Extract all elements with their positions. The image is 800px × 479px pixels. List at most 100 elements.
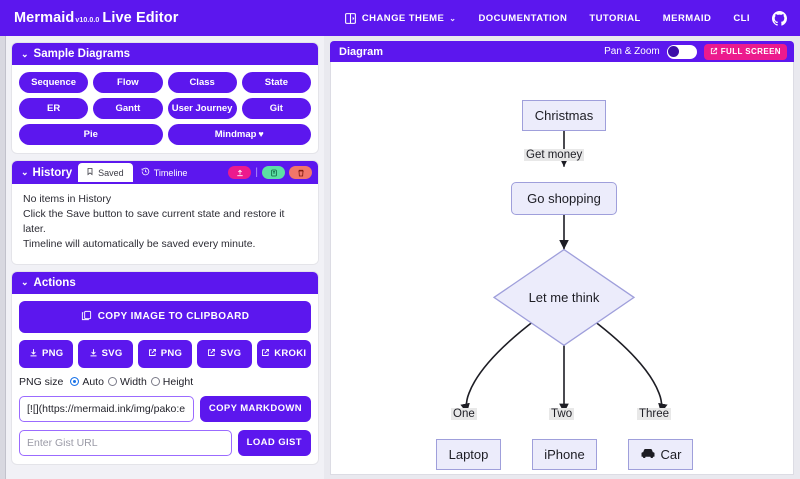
png-size-auto-label: Auto xyxy=(82,375,104,388)
nav-cli[interactable]: CLI xyxy=(733,12,750,24)
chevron-down-icon: ⌄ xyxy=(21,167,29,177)
png-size-width-radio[interactable]: Width xyxy=(107,375,147,388)
edge-label-two: Two xyxy=(549,408,575,420)
nav-documentation[interactable]: DOCUMENTATION xyxy=(478,12,568,24)
tab-saved[interactable]: Saved xyxy=(78,163,133,182)
external-link-icon xyxy=(261,348,270,360)
open-png-label: PNG xyxy=(160,348,183,360)
chevron-down-icon: ⌄ xyxy=(449,13,457,23)
github-icon xyxy=(772,10,787,26)
history-action-buttons: | xyxy=(228,166,312,179)
png-size-height-radio[interactable]: Height xyxy=(150,376,193,388)
gist-url-input[interactable] xyxy=(19,429,232,456)
pan-zoom-label: Pan & Zoom xyxy=(604,46,660,57)
node-laptop[interactable]: Laptop xyxy=(436,439,501,470)
open-kroki-label: KROKI xyxy=(274,348,307,360)
edge-label-one: One xyxy=(451,408,477,420)
diagram-edges-layer xyxy=(460,129,668,414)
sample-gantt-button[interactable]: Gantt xyxy=(93,98,163,119)
download-png-label: PNG xyxy=(41,348,64,360)
sample-diagrams-header[interactable]: ⌄ Sample Diagrams xyxy=(12,43,318,65)
sample-mindmap-button[interactable]: Mindmap♥ xyxy=(167,124,311,145)
sample-state-button[interactable]: State xyxy=(241,72,311,93)
history-title: History xyxy=(32,166,73,179)
sample-diagrams-body: Sequence Flow Class State ER Gantt User … xyxy=(12,65,318,153)
nav-mermaid[interactable]: MERMAID xyxy=(662,12,712,24)
bookmark-icon xyxy=(86,167,94,178)
png-size-width-label: Width xyxy=(119,375,147,388)
chevron-down-icon: ⌄ xyxy=(21,277,29,288)
png-size-auto-radio[interactable]: Auto xyxy=(70,376,104,388)
delete-history-button[interactable] xyxy=(289,166,312,179)
history-toggle[interactable]: ⌄ History xyxy=(21,167,72,179)
node-car-label: Car xyxy=(660,447,682,462)
download-png-button[interactable]: PNG xyxy=(19,339,74,368)
download-icon xyxy=(89,348,98,360)
nav-github-link[interactable] xyxy=(772,10,787,26)
chevron-down-icon: ⌄ xyxy=(21,48,29,59)
copy-markdown-button[interactable]: COPY MARKDOWN xyxy=(199,395,311,422)
sample-diagrams-title: Sample Diagrams xyxy=(33,48,131,60)
open-png-button[interactable]: PNG xyxy=(137,339,193,368)
pan-zoom-toggle[interactable] xyxy=(666,44,697,59)
heart-icon: ♥ xyxy=(258,129,264,139)
sample-flow-button[interactable]: Flow xyxy=(93,72,163,93)
external-link-icon xyxy=(148,348,157,360)
actions-title: Actions xyxy=(33,276,76,289)
nav-change-theme[interactable]: CHANGE THEME ⌄ xyxy=(344,12,457,25)
copy-history-button[interactable] xyxy=(262,166,285,179)
history-empty-line-3: Timeline will automatically be saved eve… xyxy=(23,237,256,250)
history-header: ⌄ History Saved xyxy=(12,161,318,184)
sample-er-button[interactable]: ER xyxy=(19,98,89,119)
open-svg-label: SVG xyxy=(220,348,242,360)
history-empty-line-1: No items in History xyxy=(23,193,112,205)
toggle-knob xyxy=(668,46,680,57)
radio-dot-icon xyxy=(107,377,117,387)
node-let-me-think-label: Let me think xyxy=(528,290,600,305)
brand-version: v10.0.0 xyxy=(75,17,100,24)
png-size-row: PNG size Auto Width Height xyxy=(19,376,311,388)
editor-pane-gutter[interactable] xyxy=(0,36,6,479)
history-empty-state: No items in History Click the Save butto… xyxy=(12,184,318,264)
clipboard-icon xyxy=(81,310,92,324)
open-kroki-button[interactable]: KROKI xyxy=(256,339,311,368)
radio-dot-icon xyxy=(70,377,80,387)
markdown-link-input[interactable] xyxy=(19,395,194,422)
sample-pie-button[interactable]: Pie xyxy=(19,124,163,145)
theme-book-icon xyxy=(344,12,357,25)
png-size-label: PNG size xyxy=(19,375,64,388)
sample-user-journey-button[interactable]: User Journey xyxy=(167,98,237,119)
actions-card: ⌄ Actions COPY IMAGE TO CLIPBOARD xyxy=(12,271,318,464)
copy-icon xyxy=(270,169,277,176)
tab-timeline[interactable]: Timeline xyxy=(133,163,197,182)
navbar-links: CHANGE THEME ⌄ DOCUMENTATION TUTORIAL ME… xyxy=(344,10,800,26)
sample-diagram-buttons: Sequence Flow Class State ER Gantt User … xyxy=(19,72,311,119)
copy-image-to-clipboard-button[interactable]: COPY IMAGE TO CLIPBOARD xyxy=(19,300,311,333)
history-card: ⌄ History Saved xyxy=(12,161,318,264)
sample-class-button[interactable]: Class xyxy=(167,72,237,93)
node-christmas[interactable]: Christmas xyxy=(522,100,606,131)
download-svg-button[interactable]: SVG xyxy=(78,339,133,368)
node-car[interactable]: Car xyxy=(628,439,693,470)
history-divider: | xyxy=(255,166,258,178)
actions-header[interactable]: ⌄ Actions xyxy=(12,271,318,294)
history-clock-icon xyxy=(141,167,150,178)
diagram-canvas[interactable]: Christmas Get money Go shopping Let me t… xyxy=(330,62,794,475)
full-screen-label: FULL SCREEN xyxy=(720,47,781,56)
nav-tutorial[interactable]: TUTORIAL xyxy=(589,12,641,24)
save-history-button[interactable] xyxy=(228,166,252,179)
sample-git-button[interactable]: Git xyxy=(241,98,311,119)
full-screen-button[interactable]: FULL SCREEN xyxy=(703,43,787,60)
open-svg-button[interactable]: SVG xyxy=(197,339,252,368)
sample-sequence-button[interactable]: Sequence xyxy=(19,72,89,93)
diagram-panel: Diagram Pan & Zoom FULL SCREEN xyxy=(330,41,794,475)
tab-saved-label: Saved xyxy=(98,167,124,178)
brand-suffix: Live Editor xyxy=(102,10,179,26)
sample-mindmap-label: Mindmap xyxy=(214,129,257,140)
node-go-shopping[interactable]: Go shopping xyxy=(511,182,617,215)
sample-diagrams-card: ⌄ Sample Diagrams Sequence Flow Class St… xyxy=(12,43,318,153)
load-gist-button[interactable]: LOAD GIST xyxy=(237,429,311,456)
node-iphone[interactable]: iPhone xyxy=(532,439,597,470)
edge-label-three: Three xyxy=(637,408,672,420)
